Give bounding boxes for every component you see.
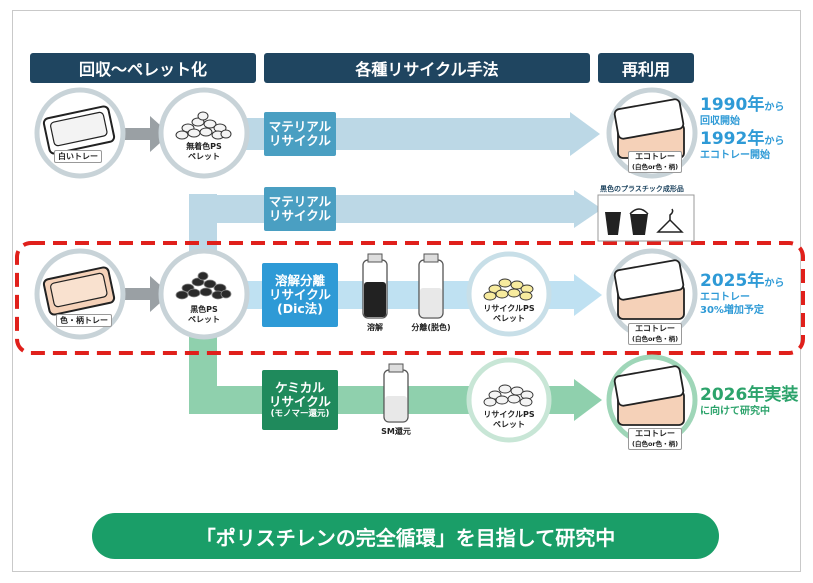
eco-tray-4-label: エコトレー (白色or色・柄) — [628, 428, 683, 450]
arrow-chemical-head — [574, 379, 602, 421]
year-2026-note: に向けて研究中 — [700, 406, 770, 417]
method-dic-line3: (Dic法) — [277, 301, 323, 316]
eco-tray-3-label-main: エコトレー — [635, 324, 676, 333]
method-dic: 溶解分離 リサイクル (Dic法) — [262, 263, 338, 327]
recycle-pellets-dic-icon — [483, 278, 534, 301]
header-methods: 各種リサイクル手法 — [264, 53, 590, 83]
method-material-2-line1: マテリアル — [268, 194, 332, 209]
method-material-1: マテリアル リサイクル — [264, 112, 336, 156]
arrow-material-2-band — [189, 195, 581, 223]
plastic-products-box — [597, 194, 695, 242]
bottle-separate-icon — [418, 253, 444, 319]
method-chemical-line2: リサイクル — [269, 393, 331, 409]
method-material-2-line2: リサイクル — [269, 208, 331, 223]
hanger-icon — [656, 218, 684, 233]
arrow-dic-head — [574, 274, 602, 316]
year-2025: 2025年から — [700, 272, 784, 293]
highlight-box — [15, 241, 805, 355]
eco-tray-4-icon — [613, 365, 685, 426]
black-pellet-label-1: 黒色PS — [190, 305, 218, 314]
year-1990-note: 回収開始 — [700, 116, 740, 127]
header-reuse: 再利用 — [598, 53, 694, 83]
color-tray-icon — [42, 266, 116, 316]
year-1992-suffix: から — [764, 136, 785, 147]
method-chemical: ケミカル リサイクル (モノマー還元) — [262, 370, 338, 430]
method-material-1-line2: リサイクル — [269, 133, 331, 148]
clear-pellet-label-1: 無着色PS — [186, 142, 222, 151]
eco-tray-3-icon — [613, 259, 685, 320]
year-1992-note: エコトレー開始 — [700, 150, 770, 161]
year-1990: 1990年から — [700, 96, 784, 117]
year-1990-value: 1990年 — [700, 95, 765, 115]
recycle-pellet-dic-label-2: ペレット — [493, 314, 525, 323]
bottle-sm-icon — [383, 363, 409, 423]
eco-tray-4-label-sub: (白色or色・柄) — [632, 440, 679, 448]
page-frame — [12, 10, 801, 572]
method-chemical-line3: (モノマー還元) — [270, 408, 330, 419]
eco-tray-4-label-main: エコトレー — [635, 429, 676, 438]
recycle-pellet-dic-label-1: リサイクルPS — [483, 304, 535, 313]
clear-pellet-label: 無着色PS ペレット — [176, 142, 232, 162]
recycle-pellet-dic-label: リサイクルPS ペレット — [474, 304, 544, 324]
method-material-1-line1: マテリアル — [268, 119, 332, 134]
color-tray-label: 色・柄トレー — [56, 314, 112, 327]
bottle-dissolve-icon — [362, 253, 388, 319]
year-2026: 2026年実装 — [700, 385, 799, 405]
clear-pellets-icon — [175, 111, 232, 140]
eco-tray-1-label: エコトレー (白色or色・柄) — [628, 151, 683, 173]
eco-tray-3-label: エコトレー (白色or色・柄) — [628, 323, 683, 345]
eco-tray-1-icon — [613, 98, 685, 159]
plastic-products-caption: 黒色のプラスチック成形品 — [600, 185, 684, 193]
bottle-separate-label: 分離(脱色) — [411, 323, 451, 332]
recycle-pellet-chem-label-1: リサイクルPS — [483, 410, 535, 419]
arrow-tray-to-pellet-1 — [122, 116, 170, 152]
bottle-dissolve-label: 溶解 — [367, 323, 383, 332]
arrow-material-1-head — [570, 112, 600, 156]
arrow-material-2-head — [574, 190, 602, 228]
bucket-icon — [630, 214, 648, 235]
eco-tray-1-label-main: エコトレー — [635, 152, 676, 161]
arrow-tray-to-pellet-3 — [122, 276, 170, 312]
year-1990-suffix: から — [764, 102, 785, 113]
header-collect: 回収〜ペレット化 — [30, 53, 256, 83]
clear-pellet-label-2: ペレット — [188, 152, 220, 161]
recycle-pellets-chem-icon — [483, 384, 534, 407]
method-chemical-line1: ケミカル — [275, 379, 325, 395]
cup-icon — [605, 212, 621, 235]
black-pellet-label: 黒色PS ペレット — [176, 305, 232, 325]
year-2025-note-1: エコトレー — [700, 292, 750, 303]
white-tray-label: 白いトレー — [54, 150, 102, 163]
bottom-banner: 「ポリスチレンの完全循環」を目指して研究中 — [92, 513, 719, 559]
eco-tray-3-label-sub: (白色or色・柄) — [632, 335, 679, 343]
eco-tray-1-label-sub: (白色or色・柄) — [632, 163, 679, 171]
method-material-2: マテリアル リサイクル — [264, 187, 336, 231]
black-pellets-icon — [175, 271, 232, 300]
year-2025-value: 2025年 — [700, 271, 765, 291]
white-tray-icon — [42, 105, 116, 155]
method-dic-line1: 溶解分離 — [274, 273, 325, 288]
year-1992: 1992年から — [700, 130, 784, 151]
year-2025-note-2: 30%増加予定 — [700, 305, 764, 316]
method-dic-line2: リサイクル — [269, 287, 331, 302]
year-1992-value: 1992年 — [700, 129, 765, 149]
recycle-pellet-chem-label: リサイクルPS ペレット — [474, 410, 544, 430]
bottle-sm-label: SM還元 — [381, 427, 411, 436]
black-pellet-label-2: ペレット — [188, 315, 220, 324]
year-2025-suffix: から — [764, 278, 785, 289]
recycle-pellet-chem-label-2: ペレット — [493, 420, 525, 429]
